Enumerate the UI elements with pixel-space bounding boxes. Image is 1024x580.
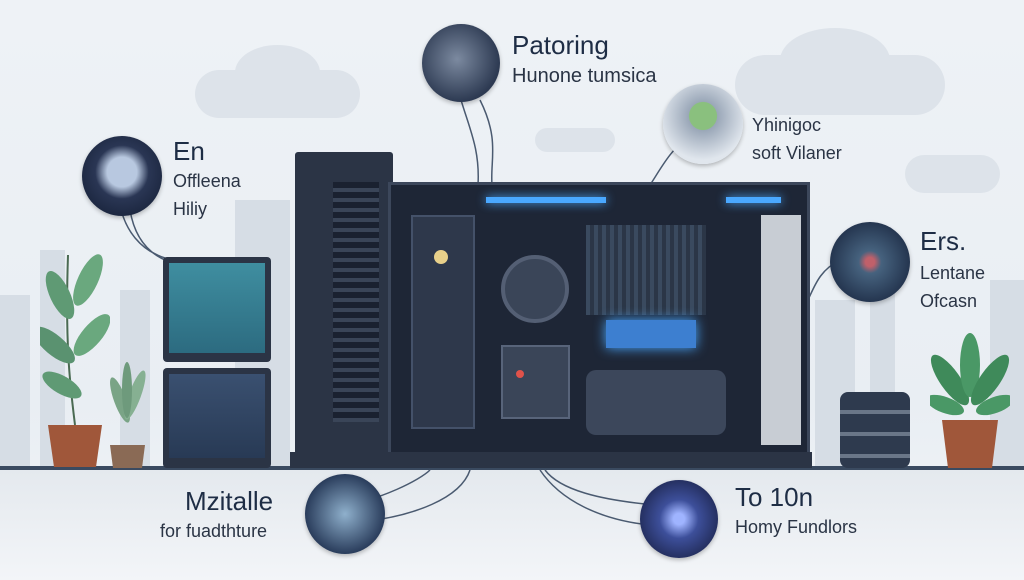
circuit-board-icon <box>640 480 718 558</box>
side-panel <box>761 215 801 445</box>
server-cabinet <box>388 182 810 468</box>
server-tower <box>295 152 393 468</box>
callout-line: Lentane <box>920 263 986 283</box>
floor <box>0 466 1024 580</box>
door-panel <box>411 215 475 429</box>
fan-unit <box>501 255 569 323</box>
light-strip <box>486 197 606 203</box>
plant-left <box>40 235 110 470</box>
callout-line: Yhinigoc <box>752 115 822 135</box>
callout-title: Ers. <box>920 226 967 256</box>
cloud <box>780 28 890 93</box>
plant-right <box>930 330 1010 470</box>
storage-stack <box>840 392 910 468</box>
callout-title: En <box>173 136 205 166</box>
callout-line: Hiliy <box>173 199 207 219</box>
callout-subtitle: Homy Fundlors <box>735 517 858 537</box>
plant-small <box>100 360 155 470</box>
plant-leaves-icon <box>110 362 146 468</box>
engine-icon <box>305 474 385 554</box>
indicator-light <box>516 370 524 378</box>
indicator-light <box>434 250 448 264</box>
building <box>0 295 30 467</box>
monitor-bottom <box>163 368 271 468</box>
cloud <box>235 45 320 100</box>
callout-subtitle: for fuadthture <box>160 521 268 541</box>
plant-leaves-icon <box>40 254 110 467</box>
cabinet-base <box>290 452 812 468</box>
plant-leaves-icon <box>930 333 1010 468</box>
cloud <box>535 128 615 152</box>
callout-title: To 10n <box>735 482 814 512</box>
callout-title: Patoring <box>512 30 609 60</box>
callout-line: Ofcasn <box>920 291 978 311</box>
monitor-screen <box>169 263 265 353</box>
plant-chip-icon <box>663 84 743 164</box>
motor-unit <box>586 370 726 435</box>
cloud <box>905 155 1000 193</box>
callout-subtitle: Hunone tumsica <box>512 65 657 87</box>
monitor-screen <box>169 374 265 458</box>
monitor-top <box>163 257 271 362</box>
callout-line: soft Vilaner <box>752 143 842 163</box>
callout-line: Offleena <box>173 171 241 191</box>
glow-module <box>606 320 696 348</box>
light-strip <box>726 197 781 203</box>
callout-title: Mzitalle <box>185 486 274 516</box>
power-block <box>501 345 570 419</box>
server-module-icon <box>830 222 910 302</box>
cpu-device-icon <box>422 24 500 102</box>
circuit-board <box>586 225 706 315</box>
vent-grille <box>333 182 379 422</box>
monitor-icon <box>82 136 162 216</box>
